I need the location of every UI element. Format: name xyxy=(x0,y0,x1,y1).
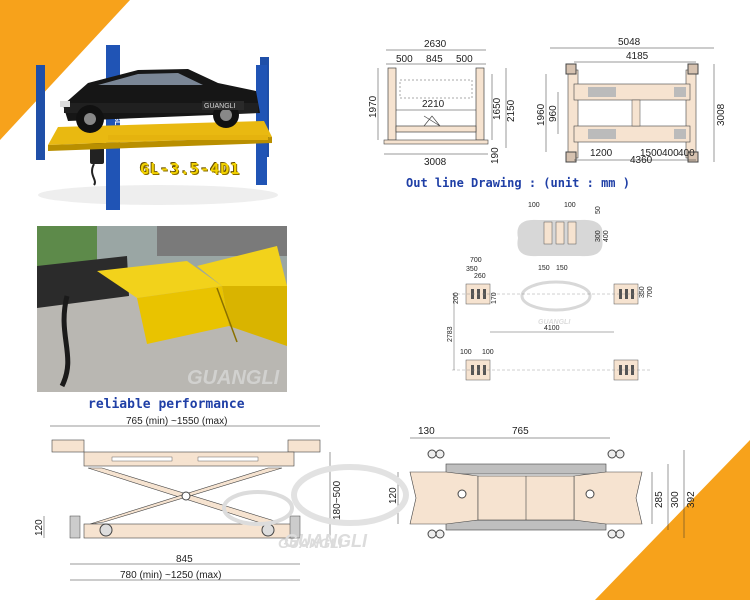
front-height-inner: 1650 xyxy=(492,97,503,120)
jack-height: 180~500 xyxy=(332,480,343,520)
watermark-small: GUANGLI xyxy=(538,319,571,326)
front-height-left: 1970 xyxy=(368,95,379,118)
top-dim-1200: 1200 xyxy=(590,148,613,159)
layout-dim-350: 350 xyxy=(466,266,478,273)
layout-dim-260: 260 xyxy=(474,273,486,280)
layout-dim-700r: 700 xyxy=(647,286,654,298)
front-dim-500b: 500 xyxy=(456,54,473,65)
pad-top-drawing: 100 100 50 300 400 150 150 xyxy=(517,202,610,272)
jack-bottom-span: 780 (min) ~1250 (max) xyxy=(120,570,221,581)
layout-dim-2783: 2783 xyxy=(447,326,454,342)
front-base-height: 190 xyxy=(490,147,501,164)
top-dim-4360: 4360 xyxy=(630,155,653,164)
jack-top-drawing: 130 765 120 285 300 392 xyxy=(388,426,697,539)
top-left-height2: 960 xyxy=(548,105,559,122)
front-height-right: 2150 xyxy=(506,99,517,122)
jack-base-length: 845 xyxy=(176,554,193,565)
top-dim-1500: 1500 xyxy=(640,148,663,159)
top-inner-length: 4185 xyxy=(626,51,649,62)
pad-layout-drawing: GUANGLI 4100 2783 700 350 260 200 170 35… xyxy=(447,257,654,381)
layout-dim-700: 700 xyxy=(470,257,482,264)
pad-dim-150b: 150 xyxy=(556,265,568,272)
lift-photo: GUANGLI GUANGLI xyxy=(36,45,278,210)
layout-dim-100c: 100 xyxy=(460,349,472,356)
layout-dim-170: 170 xyxy=(491,292,498,304)
pad-dim-100b: 100 xyxy=(564,202,576,209)
jack-top-dim-300: 300 xyxy=(670,491,681,508)
front-base-width: 3008 xyxy=(424,157,447,168)
pad-dim-150a: 150 xyxy=(538,265,550,272)
jack-top-dim-765: 765 xyxy=(512,426,529,437)
front-view-drawing: 2630 500 845 500 2210 1970 1650 2150 300… xyxy=(368,39,517,168)
pad-dim-100a: 100 xyxy=(528,202,540,209)
top-left-height: 1960 xyxy=(536,103,547,126)
platform-brand-label: GUANGLI xyxy=(204,103,236,110)
front-inner-width: 2210 xyxy=(422,99,445,110)
jack-left-height: 120 xyxy=(34,519,45,536)
top-dim-400b: 400 xyxy=(678,148,695,159)
jack-side-drawing: 765 (min) ~1550 (max) GUANGLI 180~500 12… xyxy=(34,416,344,581)
brand-watermark: GUANGLI xyxy=(284,464,409,551)
outline-caption: Out line Drawing : (unit : mm ) xyxy=(406,176,630,190)
top-view-drawing: 5048 4185 1960 960 3008 1200 1500 400 40… xyxy=(536,37,727,164)
watermark-photo: GUANGLI xyxy=(187,367,280,389)
watermark-jack-side: GUANGLI xyxy=(278,535,344,551)
jack-top-dim-392: 392 xyxy=(686,491,697,508)
pad-dim-50: 50 xyxy=(595,206,602,214)
layout-dim-200: 200 xyxy=(453,292,460,304)
pad-photo: GUANGLI xyxy=(37,226,287,392)
top-overall-length: 5048 xyxy=(618,37,641,48)
front-overall-width: 2630 xyxy=(424,39,447,50)
pad-dim-300: 300 xyxy=(595,230,602,242)
jack-top-dim-130: 130 xyxy=(418,426,435,437)
front-dim-845: 845 xyxy=(426,54,443,65)
layout-dim-100d: 100 xyxy=(482,349,494,356)
front-dim-500a: 500 xyxy=(396,54,413,65)
jack-top-span: 765 (min) ~1550 (max) xyxy=(126,416,227,427)
layout-dim-4100: 4100 xyxy=(544,325,560,332)
top-right-height: 3008 xyxy=(716,103,727,126)
layout-dim-350r: 350 xyxy=(639,286,646,298)
watermark-main: GUANGLI xyxy=(284,531,368,551)
jack-top-dim-285: 285 xyxy=(654,491,665,508)
top-dim-400a: 400 xyxy=(662,148,679,159)
photo-caption: reliable performance xyxy=(88,397,245,412)
model-label: GL-3.5-4D1 xyxy=(140,160,241,178)
pad-dim-400: 400 xyxy=(603,230,610,242)
jack-top-dim-120: 120 xyxy=(388,487,399,504)
